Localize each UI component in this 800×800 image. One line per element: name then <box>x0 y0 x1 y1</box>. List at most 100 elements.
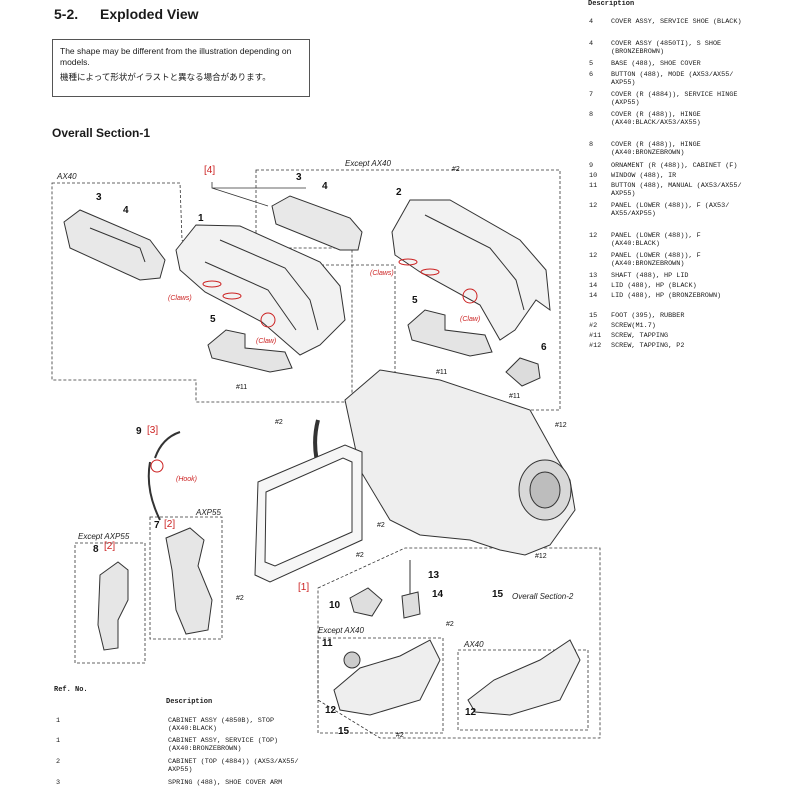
ax40-top-group-outline <box>51 182 353 403</box>
part-ref-number: 4 <box>589 18 594 26</box>
lower-group-outline <box>317 547 601 739</box>
part-ref-number: 12 <box>589 202 598 210</box>
part-ref-number: 9 <box>589 162 594 170</box>
callout-15-top: 15 <box>492 589 504 600</box>
part-5-base-right <box>407 309 493 357</box>
callout-4-right: 4 <box>322 181 328 192</box>
part-ref-number: 1 <box>56 737 61 745</box>
callout-12-mid: #12 <box>535 553 547 560</box>
part-4-shoe-cover-right <box>271 195 363 251</box>
label-claws-left: (Claws) <box>168 295 192 302</box>
callout-6: 6 <box>541 342 547 353</box>
part-ref-number: 3 <box>56 779 61 787</box>
ax40-lower-box <box>457 649 589 731</box>
part-ref-number: 8 <box>589 141 594 149</box>
part-description: SCREW(M1.7) <box>611 322 656 330</box>
part-description: BASE (488), SHOE COVER <box>611 60 701 68</box>
callout-5-right: 5 <box>412 295 418 306</box>
callout-4-left: 4 <box>123 205 129 216</box>
hook-highlight <box>150 459 164 473</box>
part-description: SPRING (488), SHOE COVER ARM <box>168 779 283 787</box>
label-claws-right: (Claws) <box>370 270 394 277</box>
callout-2-top: #2 <box>452 166 460 173</box>
part-11-manual-button <box>343 651 361 669</box>
parts-row: 12 PANEL (LOWER (488)), F (AX53/AX55/AXP5… <box>589 202 799 218</box>
part-ref-number: 15 <box>589 312 598 320</box>
callout-8: 8 <box>93 544 99 555</box>
part-description-cont: AX55/AXP55) <box>611 210 656 218</box>
notice-box <box>52 39 310 97</box>
part-description-cont: (AX40:BLACK) <box>611 240 660 248</box>
part-12-lower-panel <box>333 639 441 716</box>
callout-2-f: #2 <box>396 732 404 739</box>
part-7-hinge-cover <box>165 527 213 635</box>
part-description: PANEL (LOWER (488)), F (AX53/ <box>611 202 730 210</box>
label-bracket-1: [1] <box>298 582 310 593</box>
callout-2: 2 <box>396 187 402 198</box>
part-6-mode-button <box>505 357 541 387</box>
part-9-ornament <box>147 431 181 521</box>
part-ref-number: 12 <box>589 232 598 240</box>
callout-11-far: #11 <box>509 393 521 400</box>
callout-1: 1 <box>198 213 204 224</box>
part-12-lower-panel-ax40 <box>467 639 581 716</box>
part-description: SCREW, TAPPING <box>611 332 669 340</box>
label-bracket-2b: [2] <box>164 519 176 530</box>
callout-2-e: #2 <box>446 621 454 628</box>
parts-row: 3 SPRING (488), SHOE COVER ARM <box>56 779 356 795</box>
parts-row: 14 LID (488), HP (BLACK) <box>589 282 799 298</box>
group-label-except-ax40-top: Except AX40 <box>345 159 391 168</box>
group-label-axp55: AXP55 <box>196 508 221 517</box>
except-ax40-lower-box <box>317 637 444 734</box>
part-ref-number: 11 <box>589 182 598 190</box>
part-ref-number: 4 <box>589 40 594 48</box>
callout-3-right: 3 <box>296 172 302 183</box>
parts-list-bottom-ref-header: Ref. No. <box>54 686 88 694</box>
part-description: LID (488), HP (BRONZEBROWN) <box>611 292 722 300</box>
part-description: PANEL (LOWER (488)), F <box>611 252 701 260</box>
bracket-4-leader <box>211 182 306 207</box>
callout-11: 11 <box>322 638 333 649</box>
part-description-cont: (AX40:BLACK/AX53/AX55) <box>611 119 701 127</box>
group-label-except-ax40-bottom: Except AX40 <box>318 626 364 635</box>
callout-2-c: #2 <box>356 552 364 559</box>
callout-15-bottom: 15 <box>338 726 350 737</box>
label-claw-left: (Claw) <box>256 338 277 345</box>
callout-12-right: 12 <box>465 707 477 718</box>
part-description: CABINET ASSY (4850B), STOP <box>168 717 275 725</box>
part-description: CABINET (TOP (4884)) (AX53/AX55/ <box>168 758 299 766</box>
part-ref-number: #11 <box>589 332 602 340</box>
part-ref-number: 7 <box>589 91 594 99</box>
part-1-top-cabinet <box>175 224 346 356</box>
callout-9: 9 <box>136 426 142 437</box>
callout-12-left: 12 <box>325 705 337 716</box>
callout-13: 13 <box>428 570 440 581</box>
part-8-hinge-cover <box>97 561 129 651</box>
part-2-top-cabinet <box>391 199 551 341</box>
part-description: LID (488), HP (BLACK) <box>611 282 697 290</box>
part-14-hp-lid <box>401 591 421 619</box>
notice-japanese: 機種によって形状がイラストと異なる場合があります。 <box>60 72 271 82</box>
part-description: COVER (R (488)), HINGE <box>611 141 701 149</box>
part-ref-number: 14 <box>589 282 598 290</box>
part-description: SCREW, TAPPING, P2 <box>611 342 685 350</box>
callout-3-left: 3 <box>96 192 102 203</box>
part-description-cont: (AX40:BRONZEBROWN) <box>168 745 242 753</box>
except-axp55-box <box>74 542 146 664</box>
notice-english: The shape may be different from the illu… <box>60 46 292 67</box>
group-label-ax40-top: AX40 <box>57 172 77 181</box>
part-ref-number: 12 <box>589 252 598 260</box>
callout-2-b: #2 <box>377 522 385 529</box>
part-description-cont: AXP55) <box>611 190 636 198</box>
